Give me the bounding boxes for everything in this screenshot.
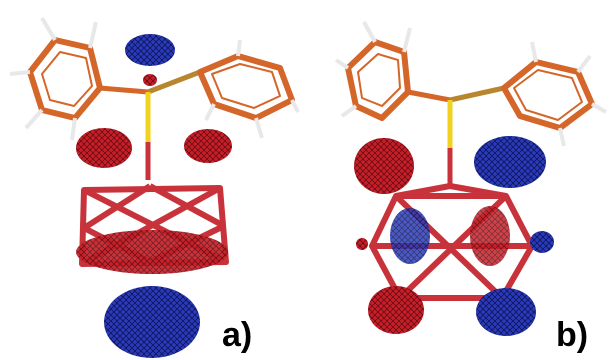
lobe-upper-left-red — [354, 138, 414, 194]
hydrogens-left-b — [334, 21, 412, 118]
lobe-left-red — [76, 128, 132, 168]
molecule-orbital-a — [9, 16, 300, 358]
hydrogens-left — [9, 16, 98, 141]
panel-label-a: a) — [222, 316, 253, 354]
phenyl-ring-left — [27, 37, 103, 121]
lobe-lower-right-blue — [476, 288, 536, 336]
lobe-bottom-blue — [104, 286, 200, 358]
lobe-cage-band-red — [76, 230, 228, 274]
panel-label-b: b) — [556, 316, 589, 354]
molecule-orbital-b — [334, 21, 607, 336]
lobe-cage-right-red — [470, 206, 510, 266]
panel-a: a) — [0, 0, 300, 360]
phenyl-ring-left-b — [345, 39, 411, 121]
panel-b: b) — [300, 0, 616, 360]
phosphorus-bonds — [99, 69, 201, 180]
lobe-lower-left-red — [368, 286, 424, 334]
lobe-side-right-blue — [530, 231, 554, 253]
lobe-cage-left-blue — [390, 208, 430, 264]
hydrogens-right-b — [530, 41, 607, 147]
lobe-right-red — [184, 129, 232, 163]
lobe-top-blue — [125, 34, 175, 66]
phosphorus-bonds-b — [407, 85, 505, 186]
hydrogens-right — [204, 39, 300, 139]
lobe-side-left-red — [356, 238, 368, 250]
lobe-upper-right-blue — [474, 136, 546, 188]
lobe-small-red — [143, 74, 157, 86]
